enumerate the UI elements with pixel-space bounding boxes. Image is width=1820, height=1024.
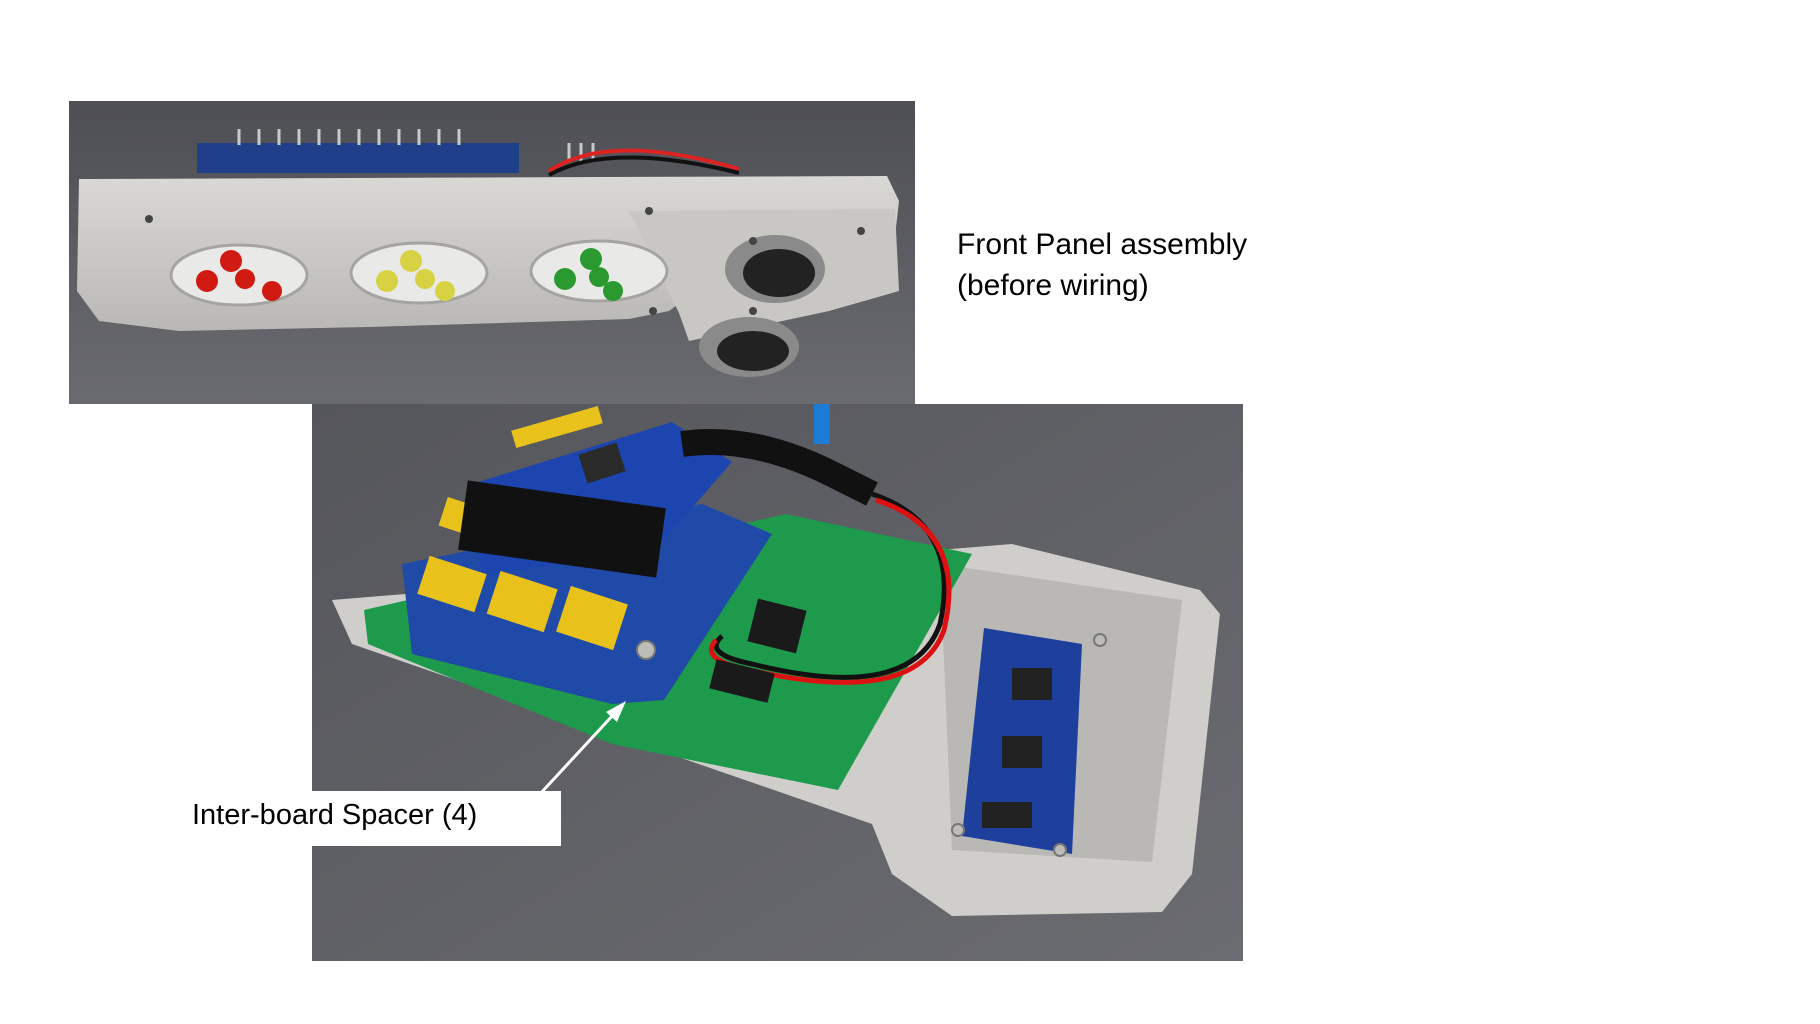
electronics-assembly-illustration [312,404,1243,961]
front-panel-caption: Front Panel assembly (before wiring) [957,224,1247,306]
front-panel-illustration [69,101,915,404]
front-panel-photo [69,101,915,404]
spacer-callout-box: Inter-board Spacer (4) [180,791,561,846]
caption-line-1: Front Panel assembly [957,228,1248,261]
spacer-callout-label: Inter-board Spacer (4) [192,799,478,831]
electronics-assembly-photo [312,404,1243,961]
caption-line-2: (before wiring) [957,269,1149,302]
